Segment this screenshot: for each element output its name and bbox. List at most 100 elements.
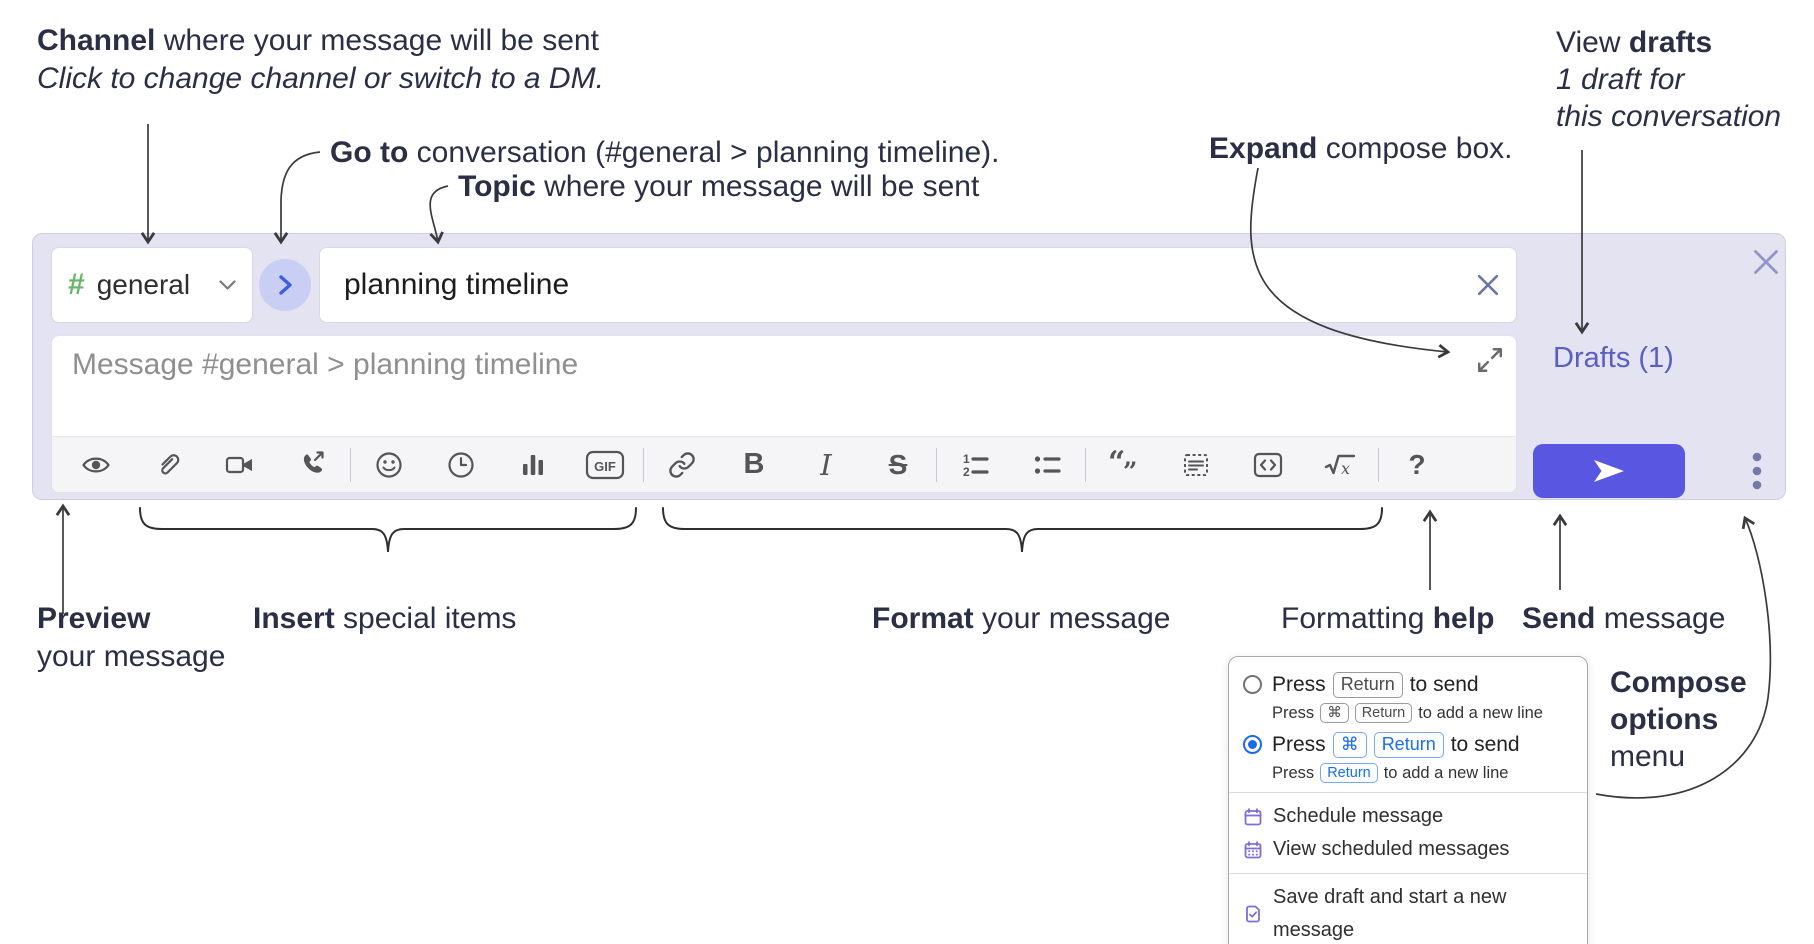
quote-button[interactable]: “ ” [1088, 443, 1160, 487]
kbd-return: Return [1320, 762, 1378, 784]
menu-item-view-scheduled-messages[interactable]: View scheduled messages [1243, 833, 1573, 866]
drafts-link[interactable]: Drafts (1) [1553, 342, 1674, 374]
strikethrough-icon: S [888, 448, 908, 480]
annotation-topic: Topic where your message will be sent [458, 170, 980, 203]
svg-text:1: 1 [963, 452, 970, 466]
clear-topic-icon[interactable] [1477, 274, 1499, 296]
document-check-icon [1246, 905, 1260, 923]
annotation-goto: Go to conversation (#general > planning … [330, 136, 1000, 169]
svg-text:“: “ [1108, 450, 1125, 480]
numbered-list-button[interactable]: 1 2 [939, 443, 1011, 487]
annotation-view-drafts: View drafts 1 draft for this conversatio… [1556, 26, 1782, 133]
kbd-cmd: ⌘ [1332, 732, 1367, 758]
svg-text:”: ” [1123, 457, 1137, 480]
option-text: Press ⌘ Return to send Press Return to a… [1272, 731, 1520, 785]
numbered-list-icon: 1 2 [963, 452, 989, 479]
toolbar-divider [1085, 447, 1086, 482]
math-button[interactable]: x [1304, 443, 1376, 487]
kbd-return: Return [1354, 702, 1413, 724]
menu-item-label: Save draft and start a new message [1273, 886, 1507, 941]
menu-item-save-draft[interactable]: Save draft and start a new message [1243, 881, 1573, 944]
menu-item-label: View scheduled messages [1273, 838, 1510, 860]
spoiler-icon [1184, 453, 1208, 476]
video-call-button[interactable] [204, 443, 276, 487]
annotation-preview: Preview your message [37, 602, 226, 673]
topic-input[interactable] [319, 247, 1517, 323]
annotation-expand: Expand compose box. [1209, 132, 1513, 165]
chevron-down-icon [219, 279, 236, 290]
option-sublabel: Press [1272, 704, 1315, 722]
topic-field-wrap [319, 247, 1517, 323]
compose-options-menu: Press Return to send Press ⌘ Return to a… [1228, 656, 1588, 944]
formatting-help-button[interactable]: ? [1381, 443, 1453, 487]
go-to-conversation-button[interactable] [259, 259, 311, 311]
spoiler-button[interactable] [1160, 443, 1232, 487]
option-label: Press [1272, 733, 1326, 756]
italic-icon: I [820, 447, 832, 482]
question-mark-icon: ? [1408, 448, 1426, 480]
menu-item-label: Schedule message [1273, 805, 1444, 827]
bold-icon: B [743, 448, 765, 480]
toolbar-divider [350, 447, 351, 482]
curly-braces [139, 507, 1383, 553]
close-compose-icon[interactable] [1752, 248, 1780, 276]
kbd-return: Return [1332, 672, 1403, 698]
channel-name: general [96, 269, 191, 300]
option-label: to send [1409, 673, 1479, 696]
menu-option-cmd-enter-to-send[interactable]: Press ⌘ Return to send Press Return to a… [1243, 731, 1573, 785]
smiley-icon [376, 451, 402, 478]
radio-unselected[interactable] [1243, 675, 1262, 694]
compose-toolbar: GIF B I [52, 436, 1516, 492]
channel-selector[interactable]: # general [51, 247, 253, 323]
option-label: Press [1272, 673, 1326, 696]
option-text: Press Return to send Press ⌘ Return to a… [1272, 671, 1543, 725]
bulleted-list-icon [1034, 455, 1061, 474]
expand-compose-icon[interactable] [1476, 346, 1504, 374]
option-sublabel: to add a new line [1418, 704, 1543, 722]
svg-text:GIF: GIF [594, 459, 616, 474]
annotation-channel: Channel where your message will be sent … [37, 24, 604, 95]
emoji-button[interactable] [353, 443, 425, 487]
strikethrough-button[interactable]: S [862, 443, 934, 487]
kbd-return: Return [1373, 732, 1444, 758]
vertical-ellipsis-icon [1752, 452, 1762, 490]
link-button[interactable] [646, 443, 718, 487]
video-camera-icon [225, 456, 252, 473]
audio-call-button[interactable] [276, 443, 348, 487]
menu-divider [1229, 873, 1587, 874]
option-label: to send [1450, 733, 1520, 756]
menu-option-enter-to-send[interactable]: Press Return to send Press ⌘ Return to a… [1243, 671, 1573, 725]
message-input[interactable] [52, 336, 1516, 432]
send-button[interactable] [1533, 444, 1685, 498]
link-icon [669, 451, 695, 478]
bold-button[interactable]: B [718, 443, 790, 487]
calendar-grid-icon [1244, 840, 1262, 858]
calendar-icon [1244, 807, 1262, 825]
eye-icon [82, 457, 110, 472]
annotation-formatting-help: Formatting help [1281, 602, 1495, 635]
kbd-cmd: ⌘ [1320, 702, 1349, 724]
toolbar-divider [1378, 447, 1379, 482]
italic-button[interactable]: I [790, 443, 862, 487]
code-button[interactable] [1232, 443, 1304, 487]
svg-text:x: x [1341, 459, 1350, 478]
preview-button[interactable] [60, 443, 132, 487]
math-icon: x [1324, 454, 1356, 478]
phone-call-icon [303, 450, 324, 473]
send-arrow-icon [1594, 460, 1624, 482]
annotation-insert: Insert special items [253, 602, 517, 635]
radio-selected[interactable] [1243, 735, 1262, 754]
annotation-compose-options: Compose options menu [1610, 666, 1747, 773]
quote-icon: “ ” [1108, 450, 1137, 480]
annotation-send: Send message [1522, 602, 1726, 635]
menu-item-schedule-message[interactable]: Schedule message [1243, 800, 1573, 833]
attach-file-button[interactable] [132, 443, 204, 487]
gif-button[interactable]: GIF [569, 443, 641, 487]
compose-box: # general Drafts (1) [32, 233, 1786, 500]
message-box: GIF B I [51, 335, 1517, 493]
clock-icon [448, 451, 474, 478]
add-time-button[interactable] [425, 443, 497, 487]
compose-options-button[interactable] [1735, 446, 1779, 496]
bulleted-list-button[interactable] [1011, 443, 1083, 487]
poll-button[interactable] [497, 443, 569, 487]
